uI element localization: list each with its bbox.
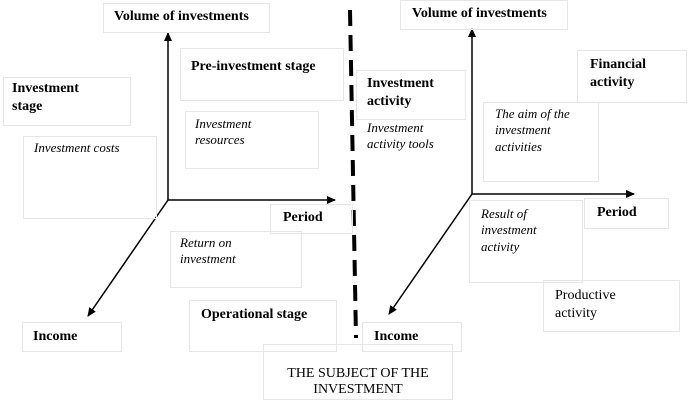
aim-of-investment-label: The aim of the investment activities: [495, 106, 570, 154]
productive-activity-label: Productive activity: [555, 288, 616, 321]
dashed-divider: [348, 9, 358, 339]
financial-activity-label: Financial activity: [590, 57, 647, 90]
investment-stage-label: Investment stage: [12, 81, 79, 114]
left-diag-axis: [87, 199, 169, 317]
result-of-investment-label: Result of investment activity: [481, 206, 537, 254]
right-axis-y-label: Volume of investments: [412, 6, 547, 21]
operational-stage-label: Operational stage: [201, 307, 308, 322]
pre-investment-stage-label: Pre-investment stage: [191, 59, 316, 74]
right-income-label: Income: [374, 329, 419, 344]
left-axis-y-label: Volume of investments: [114, 9, 249, 24]
financial-activity-box: [577, 50, 687, 103]
result-box: [469, 200, 583, 283]
right-period-box: [584, 198, 669, 229]
productive-activity-box: [543, 280, 680, 332]
right-diag-axis: [388, 193, 473, 315]
right-axis-y-box: [400, 0, 568, 30]
investment-resources-label: Investment resources: [195, 116, 252, 148]
left-axis-y-box: [103, 3, 270, 33]
investment-stage-box: [3, 77, 131, 126]
aim-box: [483, 102, 599, 182]
investment-activity-box: [356, 70, 466, 120]
return-on-investment-box: [170, 231, 302, 288]
right-period-label: Period: [597, 205, 637, 220]
left-income-box: [22, 322, 122, 352]
left-period-label: Period: [283, 210, 323, 225]
pre-investment-box: [180, 48, 344, 101]
investment-activity-tools-label: Investment activity tools: [367, 120, 434, 152]
investment-resources-box: [185, 111, 319, 169]
investment-costs-box: [23, 136, 157, 219]
investment-costs-label: Investment costs: [34, 140, 120, 155]
subject-box: [263, 344, 453, 400]
investment-activity-label: Investment activity: [367, 76, 434, 109]
subject-of-investment-label: THE SUBJECT OF THE INVESTMENT: [287, 366, 429, 397]
return-on-investment-label: Return on investment: [180, 235, 236, 267]
left-income-label: Income: [33, 329, 78, 344]
left-period-box: [270, 204, 353, 234]
right-income-box: [362, 322, 462, 352]
